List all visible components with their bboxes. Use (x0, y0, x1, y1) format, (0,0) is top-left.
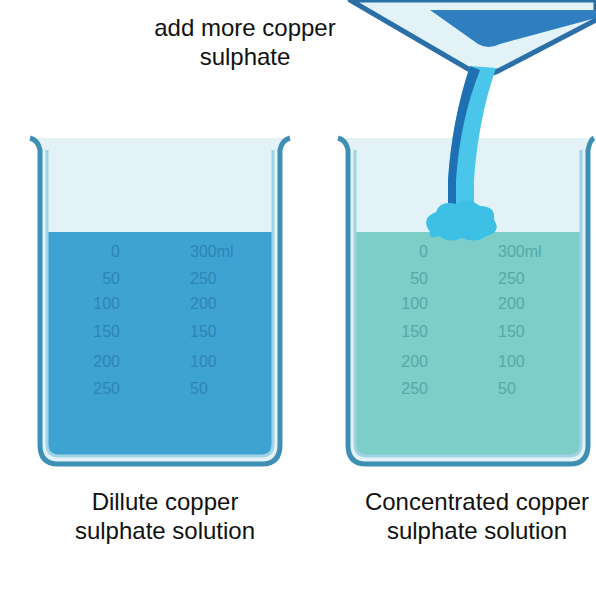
scale-number: 0 (378, 244, 428, 260)
scale-number: 200 (498, 296, 568, 312)
scale-number: 50 (378, 271, 428, 287)
scale-number: 100 (378, 296, 428, 312)
scale-number: 250 (70, 381, 120, 397)
scale-number: 150 (70, 324, 120, 340)
scale-number: 50 (70, 271, 120, 287)
scale-number: 300ml (190, 244, 260, 260)
scale-number: 50 (190, 381, 260, 397)
instruction-label: add more copper sulphate (150, 14, 340, 72)
scale-number: 100 (70, 296, 120, 312)
scale-number: 250 (498, 271, 568, 287)
scale-number: 0 (70, 244, 120, 260)
scale-number: 100 (190, 354, 260, 370)
left-beaker (30, 138, 290, 464)
pouring-vessel (350, 0, 596, 74)
scale-number: 200 (70, 354, 120, 370)
scale-number: 150 (190, 324, 260, 340)
beaker-caption: Concentrated copper sulphate solution (362, 488, 592, 546)
scale-number: 150 (378, 324, 428, 340)
scale-number: 250 (378, 381, 428, 397)
scale-number: 250 (190, 271, 260, 287)
scale-number: 200 (190, 296, 260, 312)
scale-number: 150 (498, 324, 568, 340)
scale-number: 100 (498, 354, 568, 370)
beaker-caption: Dillute copper sulphate solution (65, 488, 265, 546)
scale-number: 300ml (498, 244, 568, 260)
scale-number: 50 (498, 381, 568, 397)
scale-number: 200 (378, 354, 428, 370)
pouring-stream (426, 66, 497, 241)
